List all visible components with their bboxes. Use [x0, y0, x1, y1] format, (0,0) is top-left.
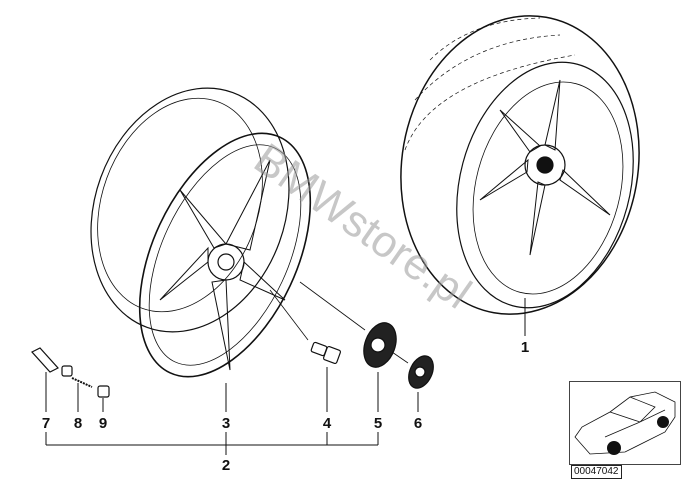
image-code-label: 00047042: [571, 465, 622, 479]
callout-6[interactable]: 6: [414, 415, 422, 432]
hub-cap-illustration: [299, 281, 397, 368]
callout-4[interactable]: 4: [323, 415, 332, 432]
complete-wheel-illustration: [400, 15, 640, 315]
callout-8[interactable]: 8: [74, 415, 82, 432]
callout-3[interactable]: 3: [222, 415, 230, 432]
alloy-rim-illustration: [90, 87, 312, 378]
callout-1[interactable]: 1: [521, 339, 529, 356]
callout-leader-lines: [45, 298, 526, 455]
wheel-bolt-illustration: [269, 289, 342, 365]
emblem-illustration: [391, 351, 434, 389]
valve-illustration: [31, 347, 110, 398]
car-icon: [574, 391, 676, 455]
vehicle-location-thumbnail: [569, 381, 681, 465]
callout-9[interactable]: 9: [99, 415, 107, 432]
callout-5[interactable]: 5: [374, 415, 382, 432]
callout-7[interactable]: 7: [42, 415, 50, 432]
callout-2[interactable]: 2: [222, 457, 230, 474]
watermark: BMWstore.pl: [245, 134, 479, 319]
